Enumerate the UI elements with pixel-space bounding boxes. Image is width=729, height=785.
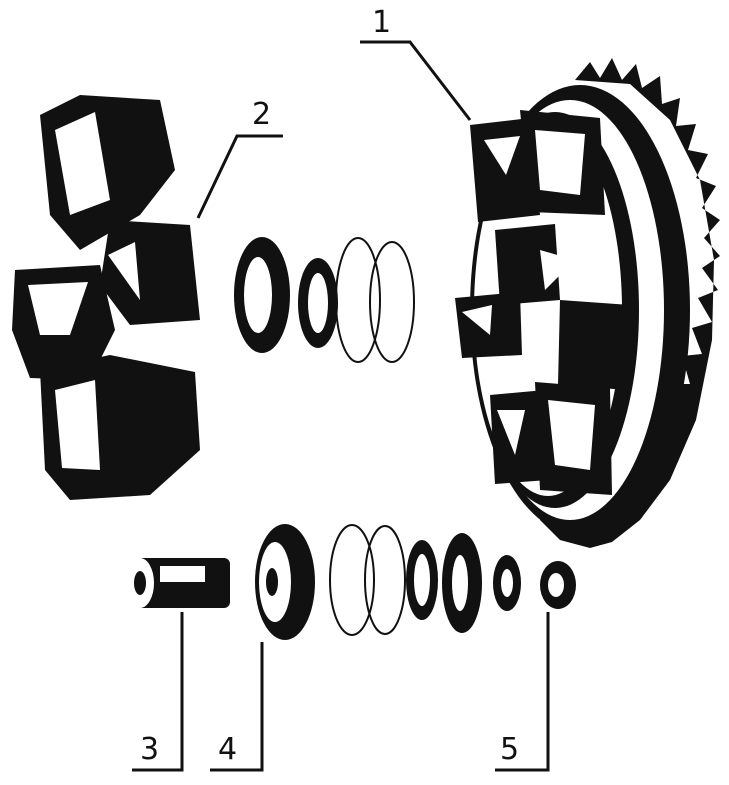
lower-needle-cage <box>406 540 438 620</box>
upper-bearing-set <box>234 237 415 363</box>
callout-5: 5 <box>500 732 520 767</box>
callout-2: 2 <box>252 97 272 132</box>
axle-nut <box>540 561 576 609</box>
callout-3: 3 <box>140 732 160 767</box>
lower-bearing <box>255 524 315 640</box>
upper-circlip <box>369 241 415 363</box>
lower-spacer-ring <box>364 525 406 635</box>
leader-3 <box>132 612 184 772</box>
hub-cush-blocks <box>455 110 630 495</box>
leader-5 <box>495 612 550 772</box>
callout-4: 4 <box>218 732 238 767</box>
leader-1 <box>360 40 472 121</box>
small-spacer <box>493 555 521 611</box>
leader-2 <box>196 134 283 219</box>
leader-4 <box>210 642 264 772</box>
axle-sleeve <box>126 558 230 608</box>
lower-washer <box>442 533 482 633</box>
lower-circlip <box>329 524 375 636</box>
leader-lines <box>132 40 550 772</box>
lower-parts-row <box>126 524 576 640</box>
callout-1: 1 <box>372 5 392 40</box>
rubber-cush-drive <box>12 95 200 500</box>
sprocket-hub-assembly <box>455 58 720 548</box>
sprocket-teeth <box>540 58 720 548</box>
upper-spacer-ring <box>335 237 381 363</box>
